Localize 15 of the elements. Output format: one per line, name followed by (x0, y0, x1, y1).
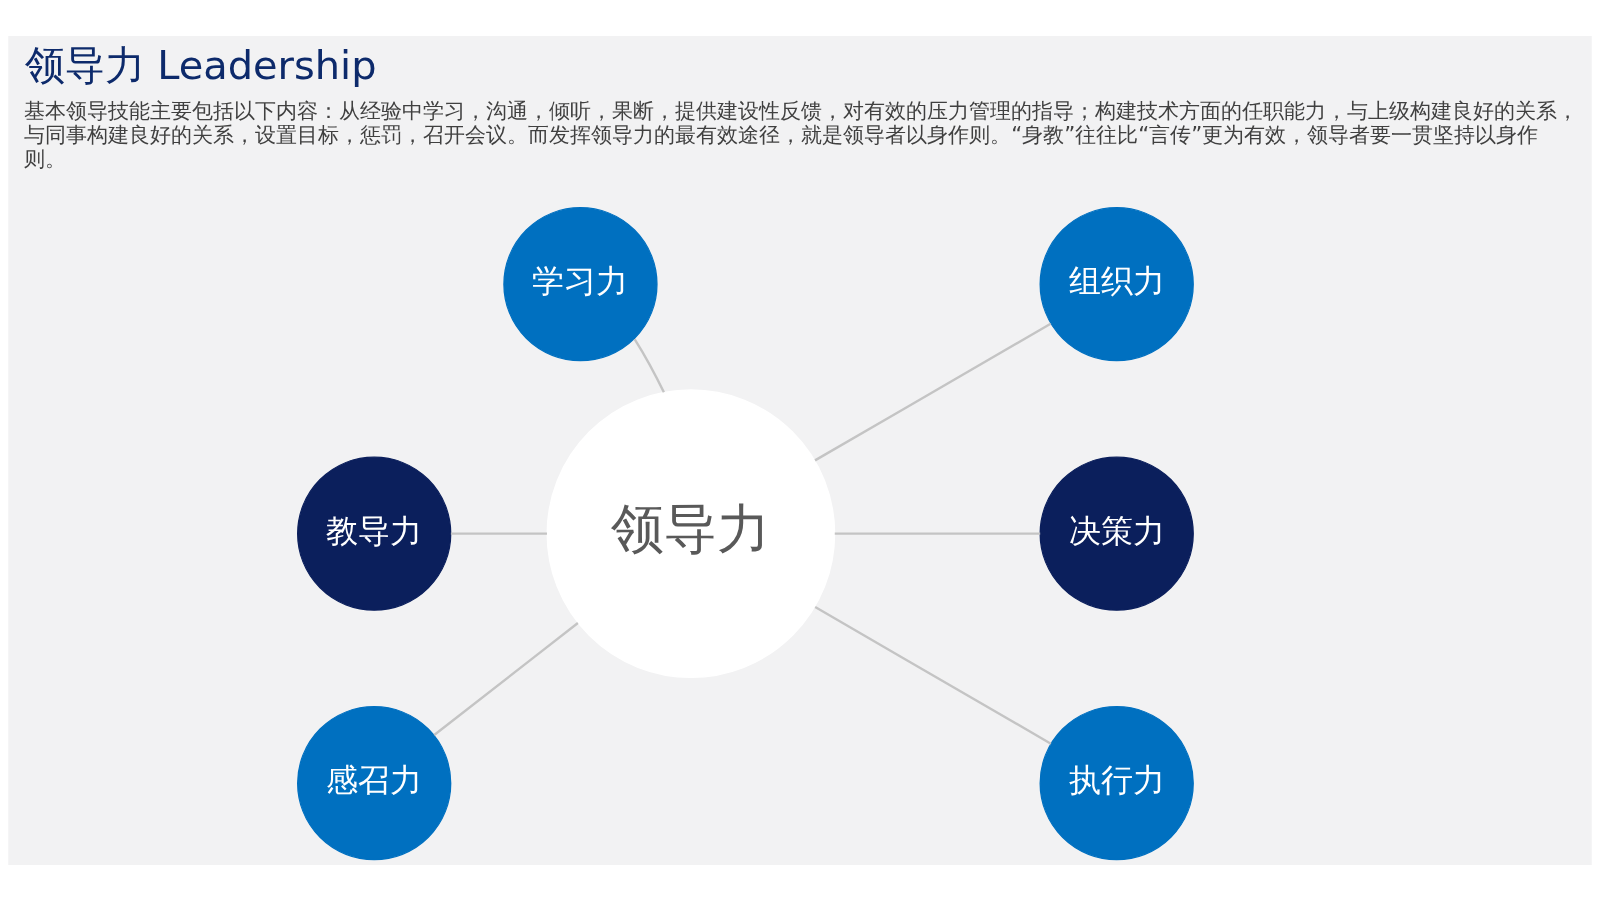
node-circle: 执行力 (1039, 705, 1194, 860)
label: 基本领导技能主要包括以下内容：从经验中学习，沟通，倾听，果断，提供建设性反馈，对有效的压力管理的指导；构建技术方面的任职能力，与上级构建良好的关系，与同事构建良好的关系，设置目标，惩罚，召开会议。而发挥领导力的最有效途径，就是领导者以身作则。“身教”往往比“言传”更为有效，领导者要一贯坚持以身作则。 (24, 97, 1579, 171)
connector (814, 322, 1052, 461)
connector (450, 531, 547, 535)
diagram-title: 领导力 Leadership (24, 41, 377, 88)
node-circle: 决策力 (1039, 456, 1194, 611)
connector (814, 605, 1052, 745)
node-circle: 教导力 (297, 456, 452, 611)
connector (834, 531, 1041, 535)
node-circle: 组织力 (1039, 206, 1194, 361)
connector (433, 621, 579, 736)
connector (633, 337, 665, 393)
node-circle: 学习力 (503, 206, 658, 361)
node-circle: 感召力 (297, 705, 452, 860)
node-circle: 领导力 (546, 388, 836, 678)
